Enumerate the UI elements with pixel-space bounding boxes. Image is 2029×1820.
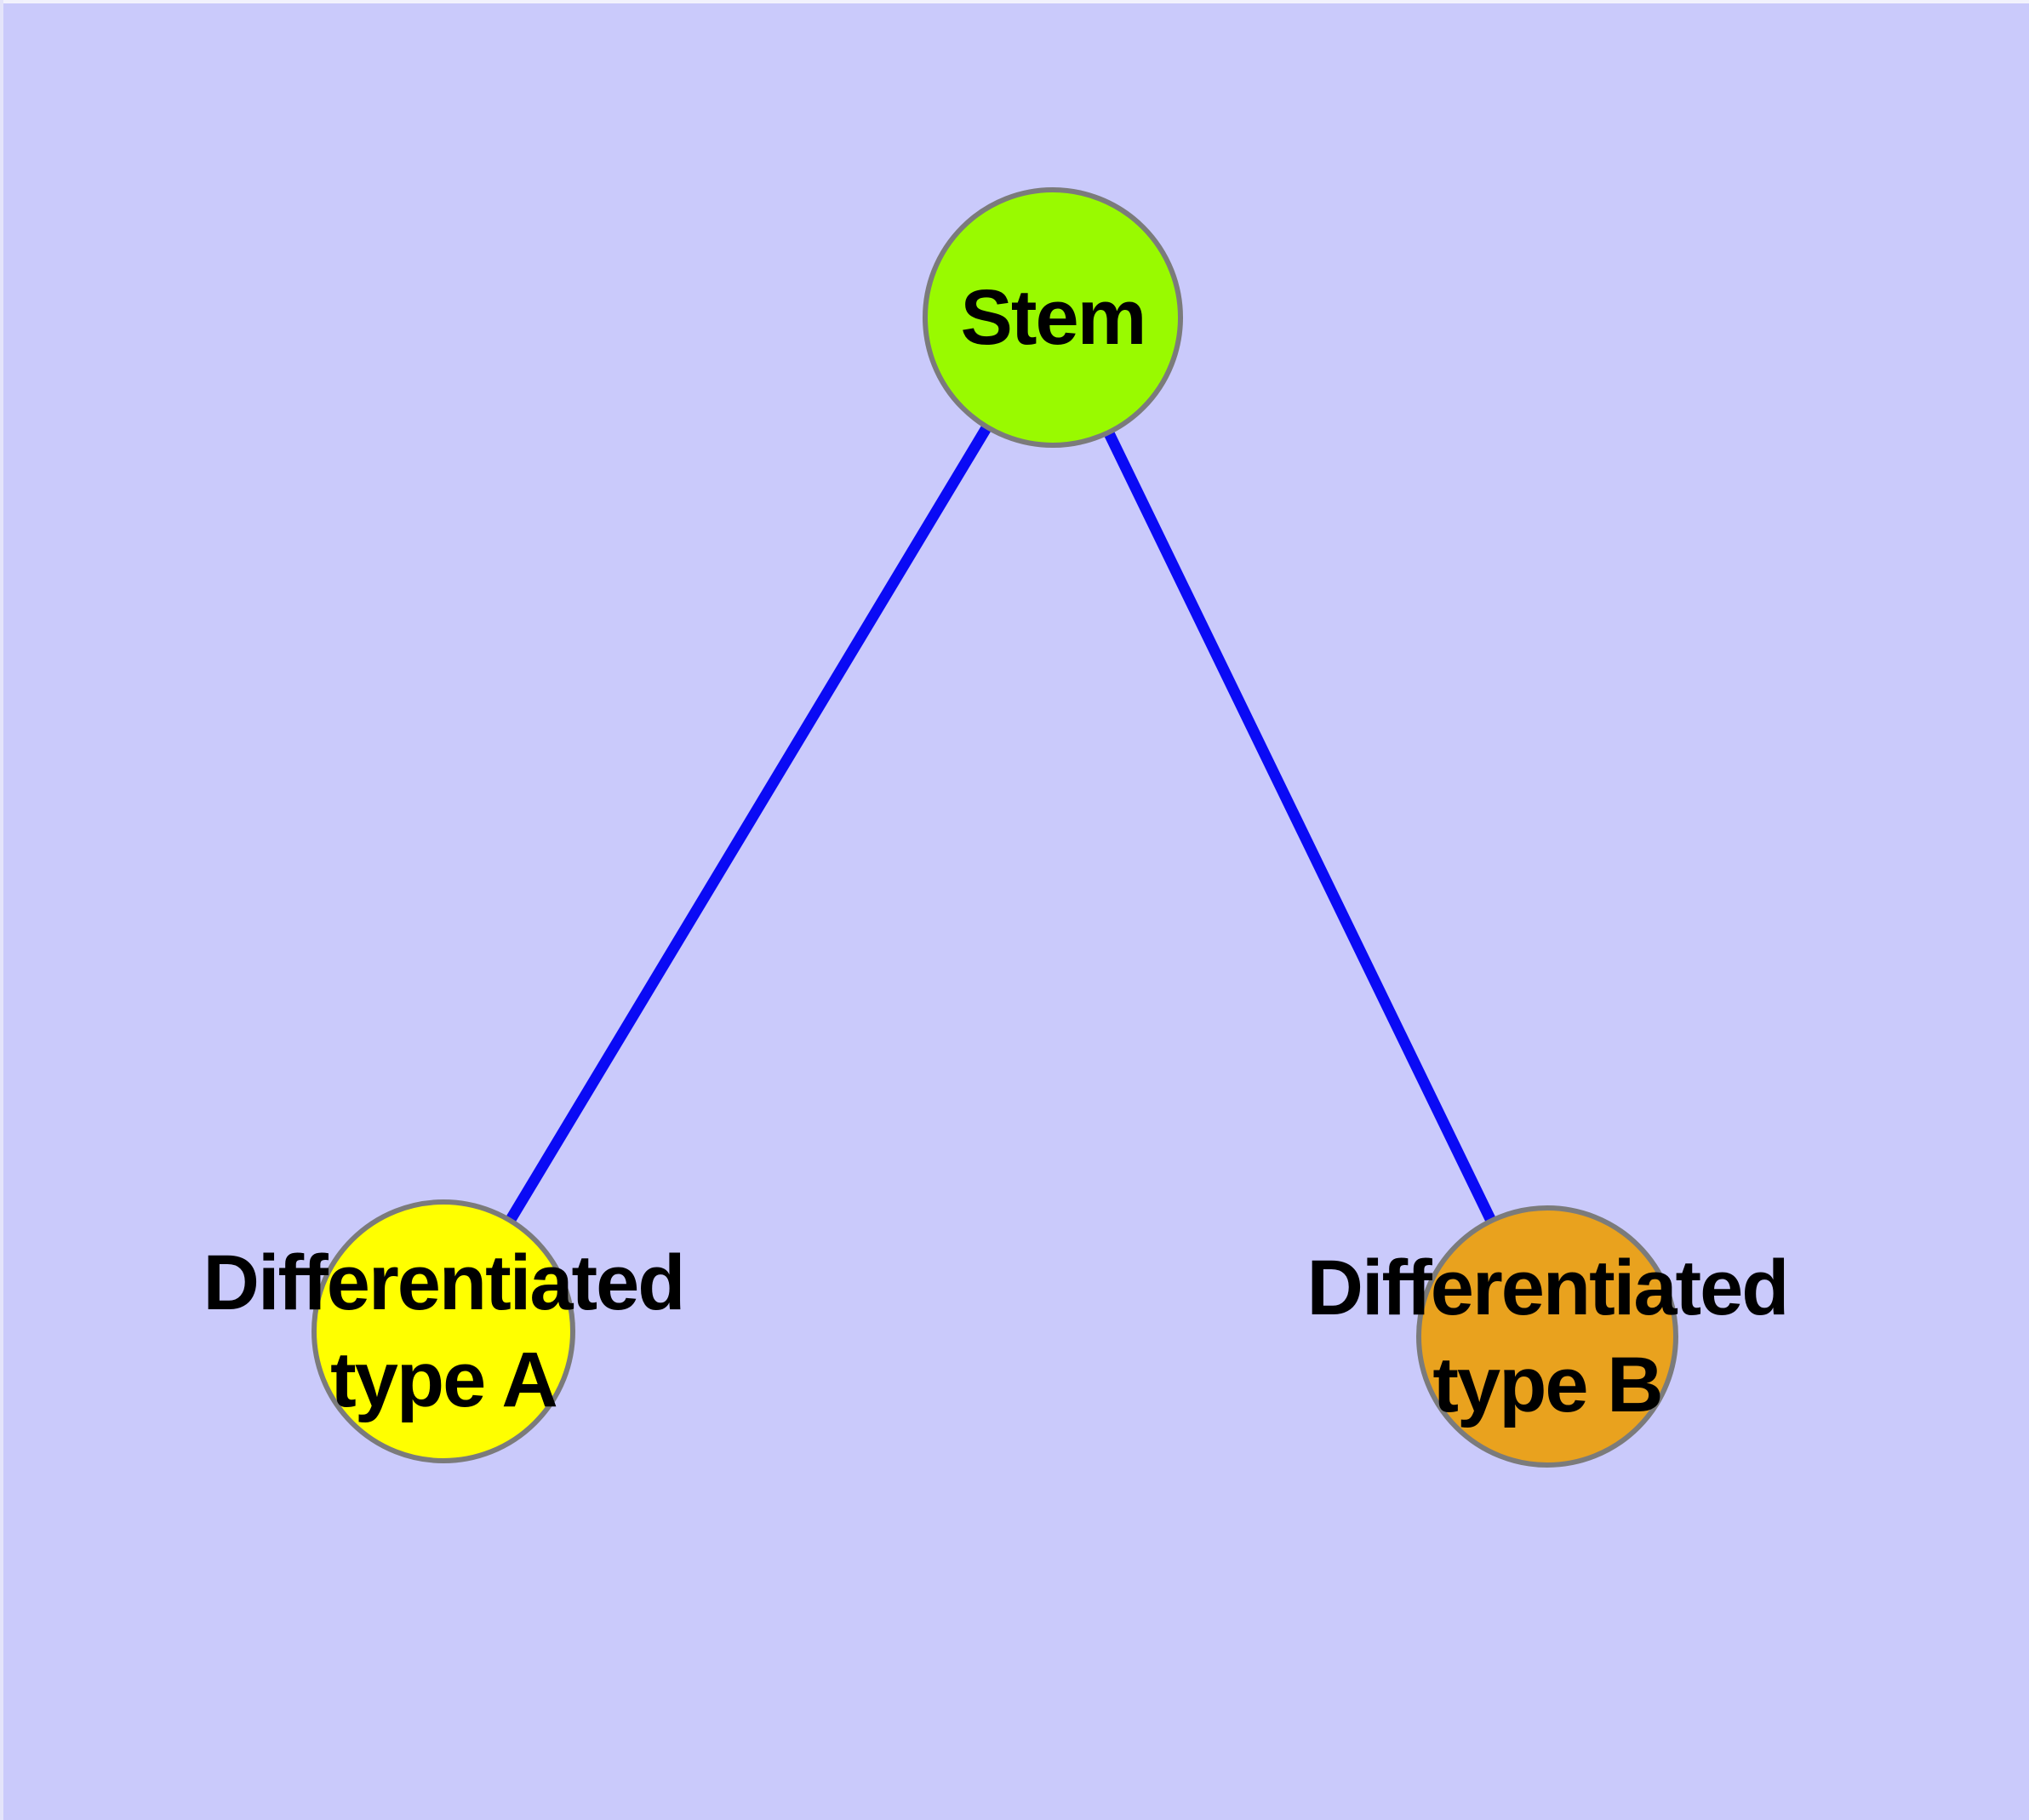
edge-stem-to-differentiated-type-a[interactable] (438, 314, 1058, 1335)
node-differentiated-type-b[interactable] (1416, 1205, 1678, 1468)
node-layer (311, 187, 1678, 1468)
edge-layer (438, 314, 1552, 1339)
edge-stem-to-differentiated-type-b[interactable] (1048, 315, 1552, 1339)
window-edge-left (0, 0, 3, 1820)
window-edge-top (0, 0, 2029, 3)
node-stem[interactable] (923, 187, 1183, 448)
node-differentiated-type-a[interactable] (311, 1199, 575, 1463)
